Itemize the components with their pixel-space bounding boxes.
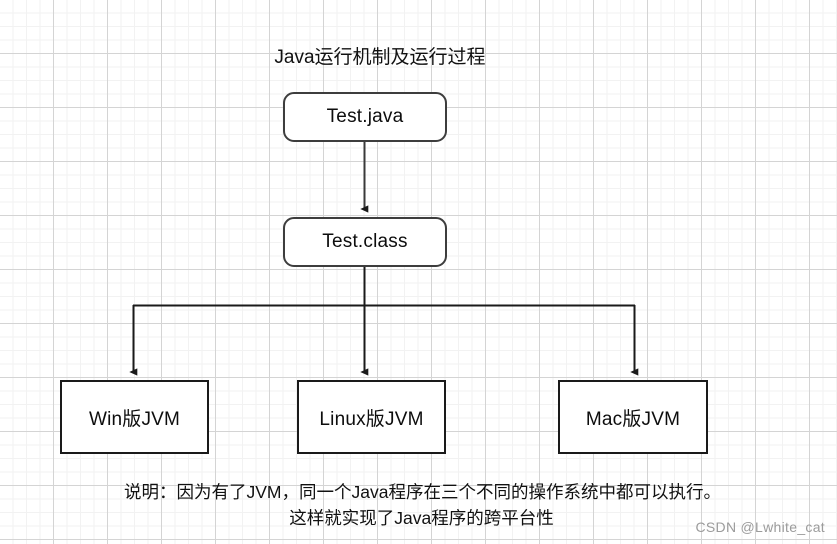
node-linux-jvm[interactable]: Linux版JVM <box>297 380 446 454</box>
watermark: CSDN @Lwhite_cat <box>695 519 825 535</box>
node-mac-jvm[interactable]: Mac版JVM <box>558 380 708 454</box>
caption-line-1: 说明：因为有了JVM，同一个Java程序在三个不同的操作系统中都可以执行。 <box>124 482 721 502</box>
node-test-class[interactable]: Test.class <box>283 217 447 267</box>
diagram-caption: 说明：因为有了JVM，同一个Java程序在三个不同的操作系统中都可以执行。 这样… <box>0 479 837 531</box>
caption-line-2: 这样就实现了Java程序的跨平台性 <box>289 508 554 528</box>
page-title: Java运行机制及运行过程 <box>274 47 486 68</box>
node-win-jvm[interactable]: Win版JVM <box>60 380 209 454</box>
node-test-java[interactable]: Test.java <box>283 92 447 142</box>
